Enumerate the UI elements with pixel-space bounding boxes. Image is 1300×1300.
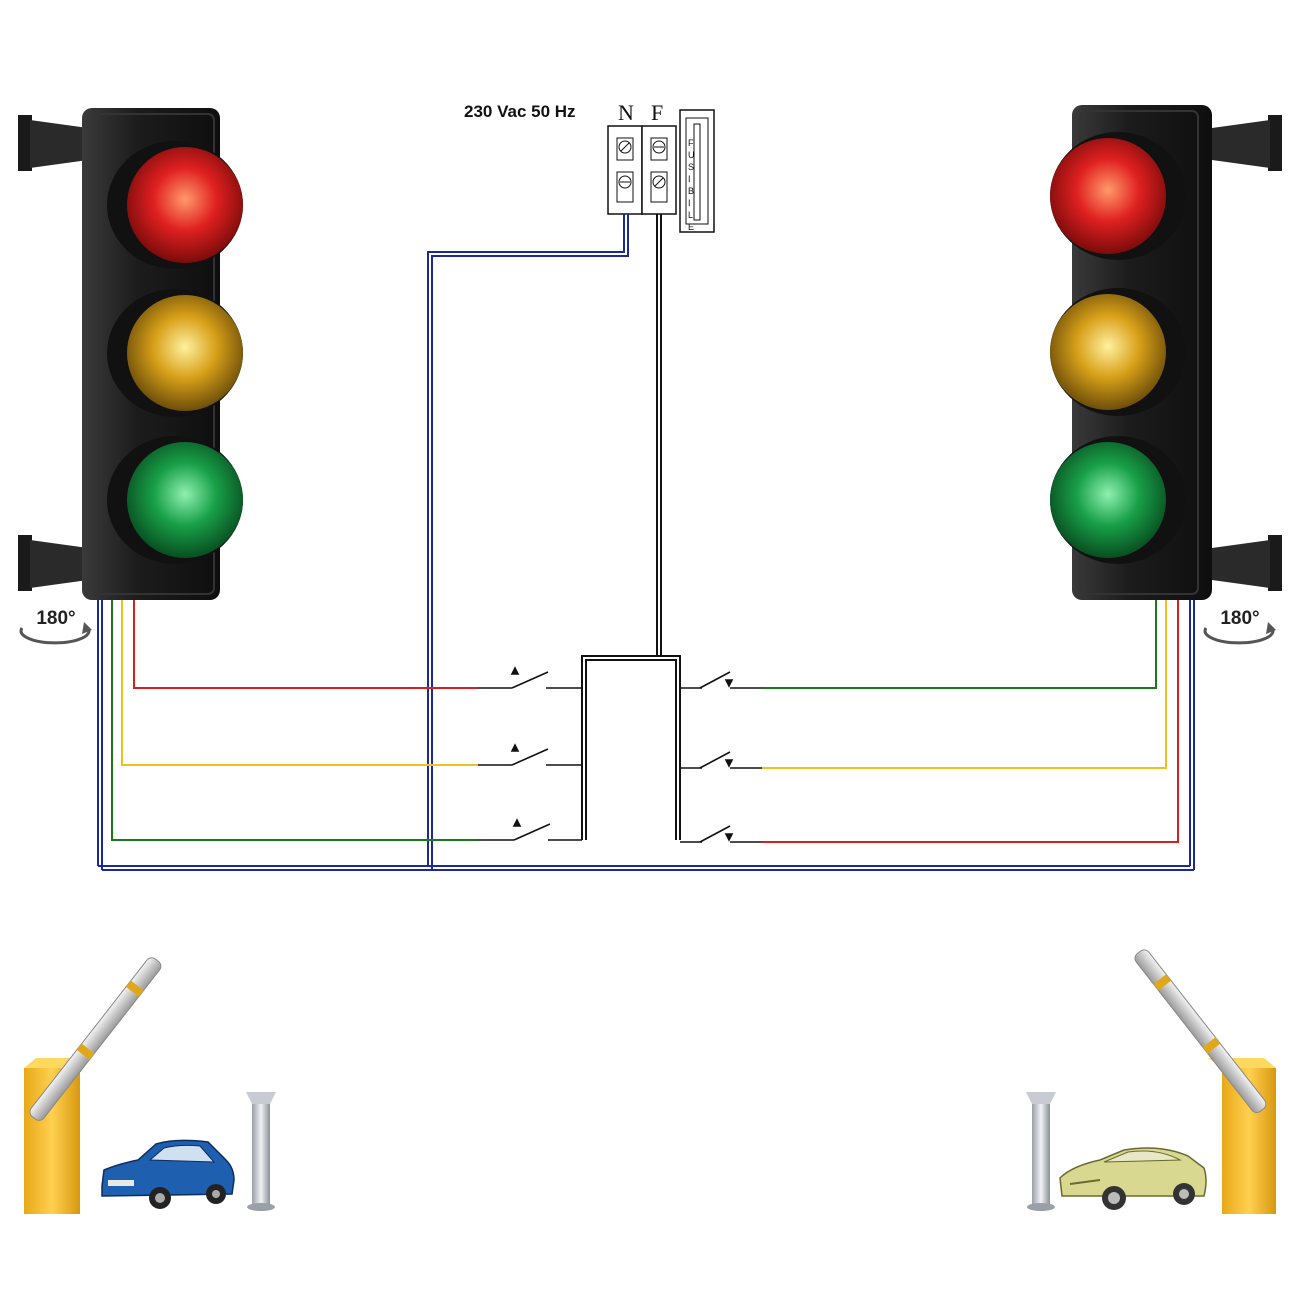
right-yellow-wire <box>762 600 1167 769</box>
relay-contact-right-red <box>680 825 762 843</box>
fuse-letter: I <box>688 174 691 184</box>
green-lamp <box>107 436 243 564</box>
traffic-light-left: 180° <box>18 108 243 645</box>
left-green-wire <box>111 600 478 841</box>
relay-contact-left-green <box>478 818 582 841</box>
supply-voltage-label: 230 Vac 50 Hz <box>464 102 576 121</box>
fuse-letter: F <box>688 138 694 148</box>
fuse-letter: L <box>688 210 693 220</box>
fuse-holder: F U S I B I L E <box>679 109 715 233</box>
fuse-letter: B <box>688 186 694 196</box>
fuse-letter: E <box>688 222 694 232</box>
red-lamp <box>107 141 243 269</box>
barrier-left <box>24 957 162 1214</box>
mounting-bracket-top-left <box>18 115 88 171</box>
mounting-bracket-bottom-right <box>1212 535 1282 591</box>
neutral-wire <box>97 214 1195 871</box>
mounting-bracket-top-right <box>1212 115 1282 171</box>
yellow-lamp <box>1050 288 1186 416</box>
terminal-block <box>607 125 677 215</box>
left-red-wire <box>133 600 478 689</box>
yellow-lamp <box>107 289 243 417</box>
mounting-bracket-bottom-left <box>18 535 88 591</box>
rotation-indicator-left: 180° <box>19 608 92 645</box>
rotation-label: 180° <box>1220 608 1259 629</box>
left-yellow-wire <box>121 600 478 766</box>
right-red-wire <box>762 600 1179 843</box>
phase-terminal-label: F <box>651 100 663 125</box>
power-supply: 230 Vac 50 Hz N F F U S I B <box>464 100 715 233</box>
relay-contact-right-green <box>680 671 762 689</box>
traffic-light-right: 180° <box>1050 105 1282 645</box>
relay-contact-right-yellow <box>680 751 762 769</box>
neutral-terminal-label: N <box>618 100 634 125</box>
bollard-left <box>246 1092 276 1211</box>
fuse-letter: S <box>688 162 694 172</box>
barrier-right <box>1134 949 1276 1214</box>
bollard-right <box>1026 1092 1056 1211</box>
rotation-label: 180° <box>36 608 75 629</box>
barrier-arm <box>29 957 162 1121</box>
car-right <box>1059 1147 1207 1210</box>
relay-contact-left-yellow <box>478 743 582 766</box>
fuse-letter: U <box>688 150 695 160</box>
rotation-indicator-right: 180° <box>1203 608 1276 645</box>
red-lamp <box>1050 132 1186 260</box>
car-left <box>101 1139 235 1209</box>
fuse-letter: I <box>688 198 691 208</box>
right-green-wire <box>762 600 1157 689</box>
relay-contact-left-red <box>478 666 582 689</box>
barrier-arm <box>1134 949 1267 1114</box>
phase-wire <box>581 214 681 840</box>
green-lamp <box>1050 436 1186 564</box>
